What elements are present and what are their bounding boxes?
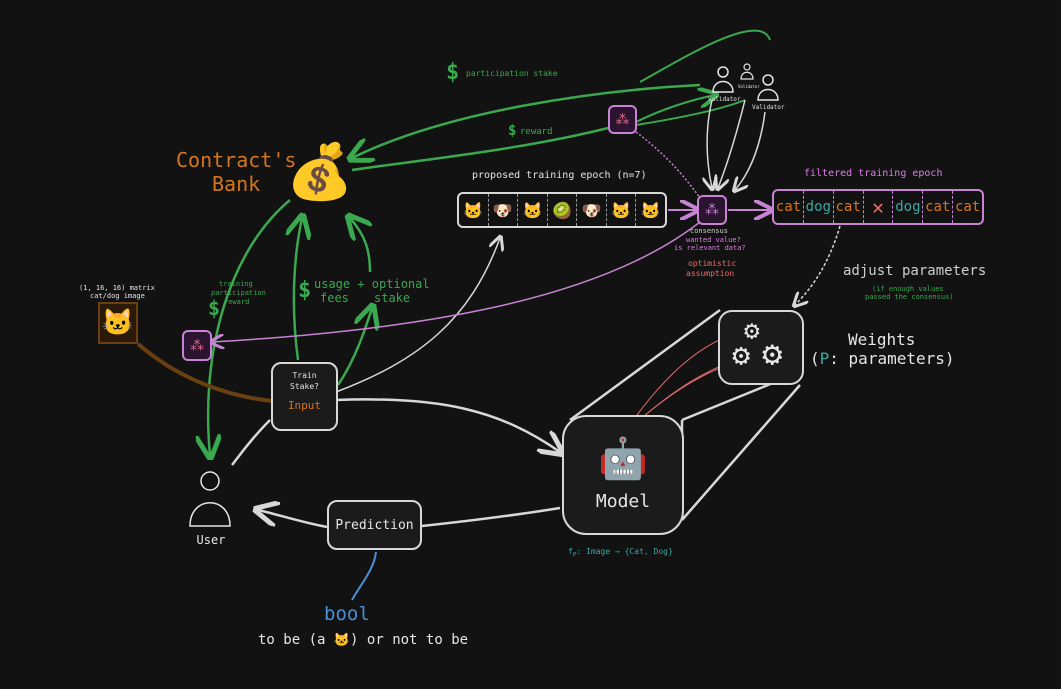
epoch-cell: 🐱 xyxy=(607,194,637,226)
epoch-cell: 🐱 xyxy=(518,194,548,226)
adjust-note-line2: passed the consensus) xyxy=(865,293,954,301)
proposed-epoch-title: proposed training epoch (n=7) xyxy=(472,170,647,181)
reward-network-icon: ⁂ xyxy=(608,105,637,134)
bool-label: bool xyxy=(324,603,370,625)
epoch-cell: 🐶 xyxy=(489,194,519,226)
consensus-label: consensus xyxy=(690,227,728,235)
validator-label: Validator xyxy=(752,104,785,111)
validator-label: Validator xyxy=(738,84,760,89)
robot-icon: 🤖 xyxy=(598,436,648,482)
epoch-cell: 🥝 xyxy=(548,194,578,226)
validator-1: Validator xyxy=(708,64,741,103)
model-label: Model xyxy=(595,491,651,512)
filtered-cell: dog xyxy=(893,191,924,223)
reward-label: reward xyxy=(520,127,553,137)
dollar-icon: $ xyxy=(508,123,517,139)
proposed-epoch-strip: 🐱 🐶 🐱 🥝 🐶 🐱 🐱 xyxy=(457,192,667,228)
weights-subtitle: (P: parameters) xyxy=(810,349,955,368)
filtered-cell: cat xyxy=(923,191,954,223)
prediction-label: Prediction xyxy=(335,517,414,533)
epoch-cell: 🐱 xyxy=(459,194,489,226)
filtered-cell: cat xyxy=(774,191,804,223)
tpr-line2: participation xyxy=(211,289,266,297)
dollar-icon: $ xyxy=(446,60,460,85)
rejected-cell: ✕ xyxy=(864,191,894,223)
filtered-epoch-title: filtered training epoch xyxy=(804,168,943,179)
bank-title-line1: Contract's xyxy=(176,148,297,172)
model-box[interactable]: 🤖 Model xyxy=(562,415,684,535)
dollar-icon: $ xyxy=(298,278,312,303)
epoch-cell: 🐱 xyxy=(640,200,661,220)
relevant-data-label: is relevant data? xyxy=(674,244,746,252)
train-label: Train xyxy=(292,371,317,380)
to-be-caption: to be (a 🐱) or not to be xyxy=(258,632,469,648)
consensus-network-icon: ⁂ xyxy=(697,195,727,225)
prediction-box[interactable]: Prediction xyxy=(327,500,422,550)
adjust-note-line1: (if enough values xyxy=(872,285,944,293)
tpr-line3: reward xyxy=(224,298,250,306)
person-icon xyxy=(189,471,231,527)
user-label: User xyxy=(196,533,226,547)
weights-box: ⚙ ⚙ ⚙ xyxy=(718,310,804,385)
usage-stake: stake xyxy=(374,291,411,305)
fp-signature: fP: Image → {Cat, Dog} xyxy=(568,547,673,559)
participation-network-icon: ⁂ xyxy=(182,330,212,361)
participation-stake-label: participation stake xyxy=(466,69,558,78)
person-icon xyxy=(757,74,779,101)
gear-icon: ⚙ xyxy=(744,316,760,346)
stake-label: Stake? xyxy=(290,382,319,391)
tpr-line1: training xyxy=(219,280,253,288)
optimistic-line2: assumption xyxy=(686,269,735,278)
person-icon xyxy=(740,63,754,80)
dollar-icon: $ xyxy=(208,296,221,320)
optimistic-line1: optimistic xyxy=(688,259,737,268)
validator-label: Validator xyxy=(708,96,741,103)
validator-2: Validator xyxy=(738,62,760,89)
gear-icon: ⚙ xyxy=(762,334,783,374)
input-box[interactable]: Train Stake? Input xyxy=(271,362,338,431)
wanted-value-label: wanted value? xyxy=(686,236,741,244)
bank-title-line2: Bank xyxy=(212,172,261,196)
input-label: Input xyxy=(287,399,322,412)
usage-fees: fees xyxy=(320,291,349,305)
filtered-cell: cat xyxy=(834,191,864,223)
filtered-cell: dog xyxy=(804,191,834,223)
matrix-label-line1: (1, 16, 16) matrix xyxy=(79,284,155,292)
filtered-epoch-strip: cat dog cat ✕ dog cat cat xyxy=(772,189,984,225)
adjust-label: adjust parameters xyxy=(843,263,987,279)
epoch-cell: 🐶 xyxy=(577,194,607,226)
weights-title: Weights xyxy=(848,330,916,349)
money-bag-icon: 💰 xyxy=(286,140,354,203)
validator-3: Validator xyxy=(752,72,785,111)
cat-image: 🐱 xyxy=(98,302,138,344)
user[interactable]: User xyxy=(186,470,236,547)
filtered-cell: cat xyxy=(954,199,981,215)
matrix-label-line2: cat/dog image xyxy=(90,292,145,300)
gear-icon: ⚙ xyxy=(732,338,751,373)
person-icon xyxy=(712,66,734,93)
usage-line1: usage + optional xyxy=(314,277,430,291)
cat-icon: 🐱 xyxy=(333,633,351,648)
